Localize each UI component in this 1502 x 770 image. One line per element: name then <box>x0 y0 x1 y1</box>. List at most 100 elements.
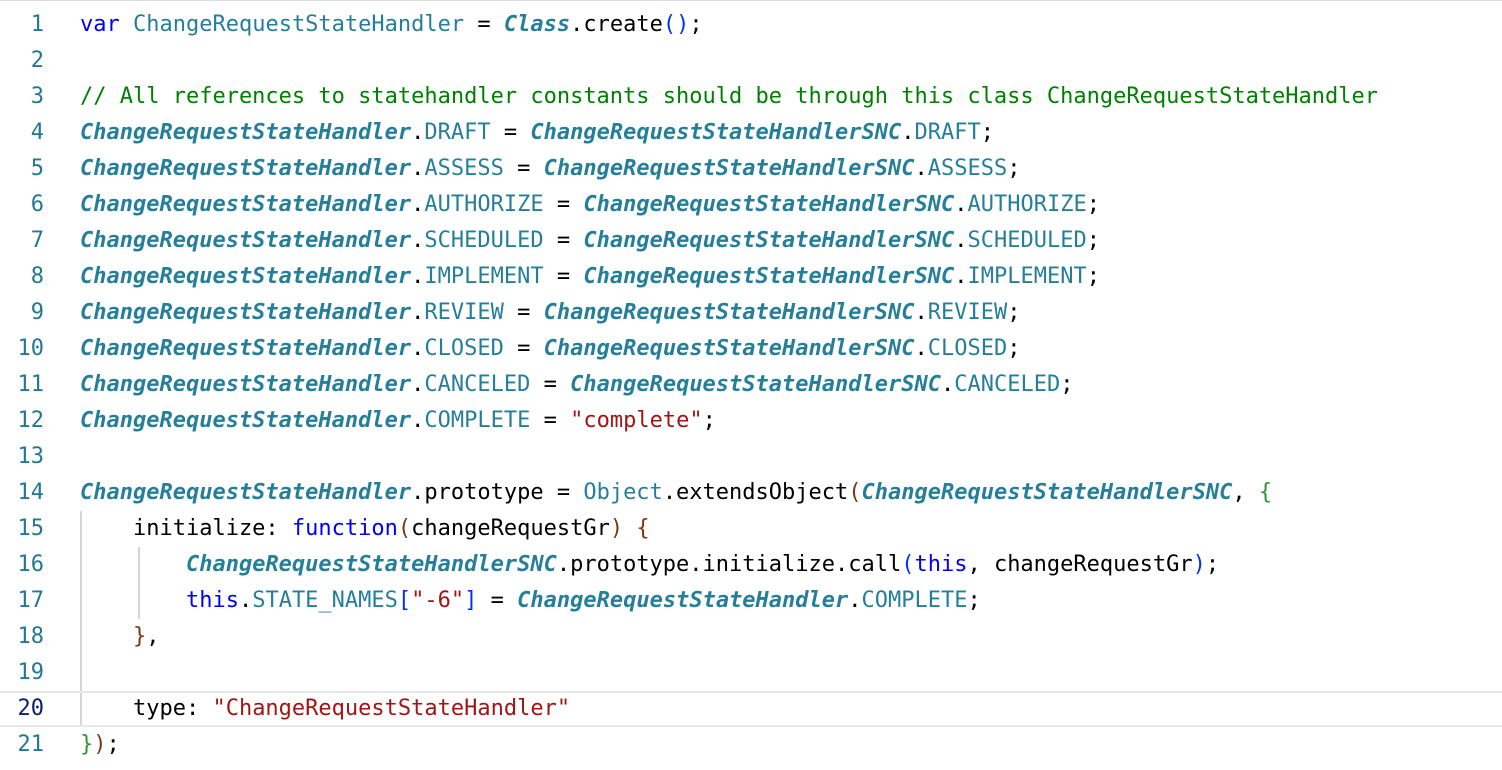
code-token: REVIEW <box>927 300 1008 325</box>
code-token: ChangeRequestStateHandler <box>80 120 412 145</box>
code-token: CANCELED <box>424 372 531 397</box>
code-text: ChangeRequestStateHandler.AUTHORIZE = Ch… <box>80 187 1100 223</box>
code-line[interactable]: 13 <box>0 439 1502 475</box>
code-token: IMPLEMENT <box>424 264 544 289</box>
code-token: { <box>636 516 650 541</box>
code-token: ; <box>980 120 994 145</box>
code-line[interactable]: 21}); <box>0 727 1502 763</box>
code-token: "ChangeRequestStateHandler" <box>212 696 571 721</box>
indent-guide-outer <box>80 511 82 727</box>
code-token: changeRequestGr <box>411 516 610 541</box>
code-token: ( <box>848 480 862 505</box>
code-token: } <box>132 624 147 649</box>
code-text: initialize: function(changeRequestGr) { <box>80 511 650 547</box>
line-number: 15 <box>17 516 45 541</box>
code-token: . <box>848 588 862 613</box>
code-token <box>80 624 133 649</box>
code-token: ; <box>1007 300 1021 325</box>
code-token: () <box>662 12 690 37</box>
line-number: 2 <box>30 48 44 73</box>
code-token: // All references to statehandler consta… <box>80 84 1379 109</box>
code-token: ; <box>1086 228 1100 253</box>
code-token: = <box>530 408 571 433</box>
code-line[interactable]: 15 initialize: function(changeRequestGr)… <box>0 511 1502 547</box>
code-token: function <box>291 516 398 541</box>
code-token: AUTHORIZE <box>424 192 544 217</box>
indent-guide-inner <box>138 547 140 619</box>
code-token: ; <box>967 588 981 613</box>
code-token: ChangeRequestStateHandler <box>80 480 412 505</box>
code-token: [ <box>397 588 412 613</box>
code-token: . <box>238 588 253 613</box>
code-line[interactable]: 2 <box>0 43 1502 79</box>
code-token: . <box>411 372 425 397</box>
code-text: ChangeRequestStateHandler.DRAFT = Change… <box>80 115 994 151</box>
code-line[interactable]: 17 this.STATE_NAMES["-6"] = ChangeReques… <box>0 583 1502 619</box>
code-token: ChangeRequestStateHandler <box>517 588 849 613</box>
code-token <box>80 552 186 577</box>
code-token: ; <box>1086 264 1100 289</box>
code-text: var ChangeRequestStateHandler = Class.cr… <box>80 7 703 43</box>
code-token: . <box>411 228 425 253</box>
code-token: ChangeRequestStateHandler <box>80 336 412 361</box>
code-token: . <box>914 300 928 325</box>
code-text: }); <box>80 727 120 763</box>
code-token: . <box>411 156 425 181</box>
code-token: ChangeRequestStateHandlerSNC <box>570 372 941 397</box>
code-token: = <box>503 336 544 361</box>
code-token: Class <box>503 12 571 37</box>
code-token: .extendsObject <box>662 480 849 505</box>
code-token: .prototype.initialize.call <box>556 552 902 577</box>
code-token: ChangeRequestStateHandlerSNC <box>583 264 955 289</box>
code-line[interactable]: 16 ChangeRequestStateHandlerSNC.prototyp… <box>0 547 1502 583</box>
code-line[interactable]: 3// All references to statehandler const… <box>0 79 1502 115</box>
code-token: , changeRequestGr <box>967 552 1193 577</box>
code-token: { <box>1258 480 1273 505</box>
code-token: STATE_NAMES <box>252 588 398 613</box>
code-line[interactable]: 18 }, <box>0 619 1502 655</box>
code-token: CLOSED <box>927 336 1008 361</box>
code-token: . <box>411 408 425 433</box>
code-token: . <box>914 336 928 361</box>
code-token: ChangeRequestStateHandler <box>80 192 412 217</box>
code-line[interactable]: 20 type: "ChangeRequestStateHandler" <box>0 691 1502 727</box>
line-number: 12 <box>17 408 45 433</box>
code-token: = <box>503 300 544 325</box>
code-token: ; <box>1007 336 1021 361</box>
code-token <box>623 516 636 541</box>
code-token: ChangeRequestStateHandler <box>80 372 412 397</box>
code-token: . <box>914 156 928 181</box>
code-token: . <box>411 192 425 217</box>
code-text: type: "ChangeRequestStateHandler" <box>80 691 570 727</box>
code-token: = <box>543 228 584 253</box>
code-text: // All references to statehandler consta… <box>80 79 1378 115</box>
code-token: SCHEDULED <box>967 228 1087 253</box>
code-token: . <box>901 120 915 145</box>
code-token: ) <box>93 732 107 757</box>
code-token: . <box>954 192 968 217</box>
code-token: . <box>940 372 955 397</box>
code-token: ChangeRequestStateHandlerSNC <box>185 552 557 577</box>
code-token: initialize: <box>80 516 292 541</box>
code-text: ChangeRequestStateHandler.SCHEDULED = Ch… <box>80 223 1100 259</box>
code-token: ; <box>106 732 120 757</box>
code-text: ChangeRequestStateHandlerSNC.prototype.i… <box>80 547 1219 583</box>
code-line[interactable]: 19 <box>0 655 1502 691</box>
code-token: ChangeRequestStateHandler <box>80 156 412 181</box>
code-token: "-6" <box>411 588 465 613</box>
code-token: ChangeRequestStateHandler <box>80 408 412 433</box>
line-number: 17 <box>17 588 45 613</box>
code-text: ChangeRequestStateHandler.CANCELED = Cha… <box>80 367 1073 403</box>
